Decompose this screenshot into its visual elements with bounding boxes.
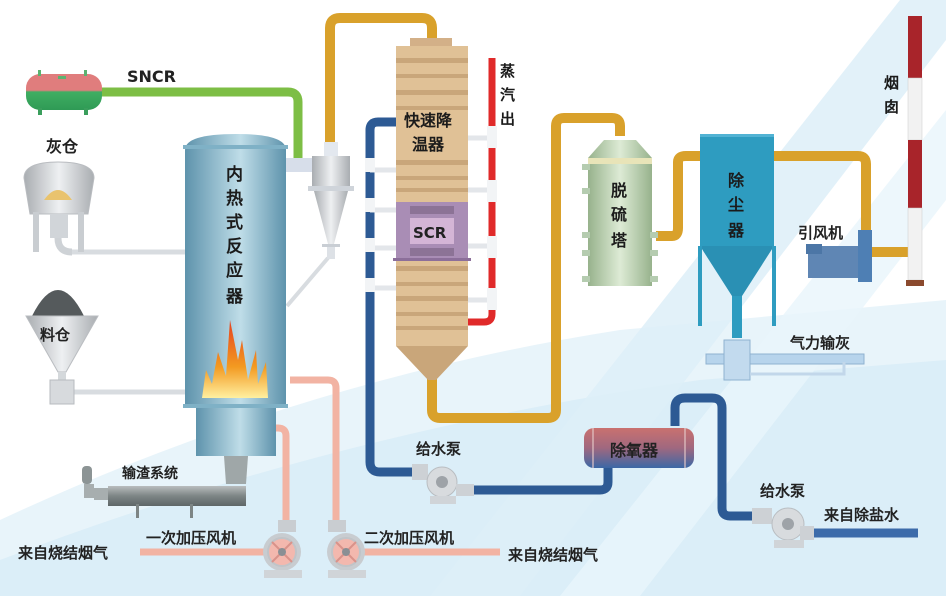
flue-pipe-desulf-to-dust [656, 151, 700, 241]
flue-source-right-label: 来自烧结烟气 [507, 546, 598, 564]
svg-text:温器: 温器 [411, 135, 445, 154]
feed-water-pump-2[interactable] [752, 507, 814, 548]
feed-pump-2-label: 给水泵 [760, 482, 805, 500]
svg-text:烟: 烟 [884, 74, 899, 92]
quench-tower-label: 快速降 温器 [404, 111, 453, 154]
flue-pipe-cyclone-to-quench [325, 13, 437, 148]
svg-text:汽: 汽 [500, 86, 515, 104]
svg-text:应: 应 [226, 260, 243, 281]
flame-icon [202, 320, 268, 398]
dust-collector[interactable] [698, 134, 776, 338]
svg-text:硫: 硫 [611, 205, 627, 224]
induced-fan-label: 引风机 [798, 224, 843, 242]
scr-label: SCR [413, 224, 447, 242]
svg-text:脱: 脱 [611, 181, 627, 200]
demin-water-label: 来自除盐水 [823, 506, 900, 524]
cyclone-return-pipe [285, 256, 330, 308]
svg-text:热: 热 [226, 188, 243, 209]
steam-out-label: 蒸 汽 出 [500, 62, 515, 128]
svg-text:出: 出 [500, 110, 515, 128]
scr-module[interactable] [393, 202, 471, 261]
induced-draft-fan[interactable] [806, 230, 872, 282]
quench-tower[interactable] [396, 38, 468, 380]
svg-text:器: 器 [727, 221, 745, 240]
pneumatic-ash-label: 气力输灰 [789, 334, 850, 352]
steam-pipe [468, 58, 496, 326]
slag-conveyor[interactable] [82, 466, 246, 518]
internal-heat-reactor[interactable] [183, 134, 288, 484]
svg-text:除: 除 [728, 171, 745, 190]
secondary-air-riser [290, 376, 340, 528]
primary-booster-fan[interactable] [263, 520, 302, 578]
reactor-label: 内 热 式 反 应 器 [225, 164, 244, 307]
slag-system-label: 输渣系统 [122, 465, 178, 482]
ash-silo-label: 灰仓 [46, 137, 79, 156]
sncr-tank[interactable] [26, 70, 102, 115]
deaerator[interactable] [584, 428, 694, 468]
deaerator-label: 除氧器 [610, 441, 659, 460]
flue-pipe-dust-to-fan [772, 151, 871, 232]
ash-silo[interactable] [23, 161, 95, 256]
dust-collector-label: 除 尘 器 [727, 171, 745, 240]
flue-pipe-quench-to-desulf [427, 113, 625, 423]
primary-fan-label: 一次加压风机 [146, 529, 236, 547]
svg-text:反: 反 [226, 237, 243, 257]
primary-air-riser [268, 424, 290, 528]
cyclone-separator[interactable] [286, 142, 354, 259]
steam-pipe-joints [487, 126, 497, 310]
svg-text:囱: 囱 [884, 98, 899, 116]
sncr-pipe [100, 87, 303, 160]
desulfurization-tower[interactable] [582, 140, 658, 286]
water-pipe-pump-to-deaerator [472, 468, 613, 495]
chimney-label: 烟 囱 [884, 74, 899, 116]
chimney[interactable] [906, 16, 924, 286]
material-silo-label: 料仓 [40, 326, 71, 344]
svg-text:蒸: 蒸 [500, 62, 515, 80]
secondary-booster-fan[interactable] [327, 520, 366, 578]
desulf-tower-label: 脱 硫 塔 [611, 181, 628, 250]
svg-text:器: 器 [225, 287, 244, 307]
material-silo[interactable] [25, 290, 99, 405]
svg-text:式: 式 [226, 212, 243, 233]
water-pipe-deaerator-to-pump [670, 393, 752, 521]
svg-text:尘: 尘 [728, 195, 744, 214]
flue-source-left-label: 来自烧结烟气 [17, 544, 108, 562]
water-pipe-to-quench [365, 117, 416, 477]
svg-text:快速降: 快速降 [404, 111, 453, 130]
svg-text:内: 内 [226, 164, 243, 185]
sncr-label: SNCR [127, 67, 176, 86]
feed-water-pump-1[interactable] [412, 464, 474, 504]
svg-text:塔: 塔 [611, 231, 628, 250]
feed-pump-1-label: 给水泵 [416, 440, 461, 458]
secondary-fan-label: 二次加压风机 [364, 529, 454, 547]
water-pipe-joints [365, 158, 375, 292]
pneumatic-ash-conveyor[interactable] [705, 339, 865, 381]
